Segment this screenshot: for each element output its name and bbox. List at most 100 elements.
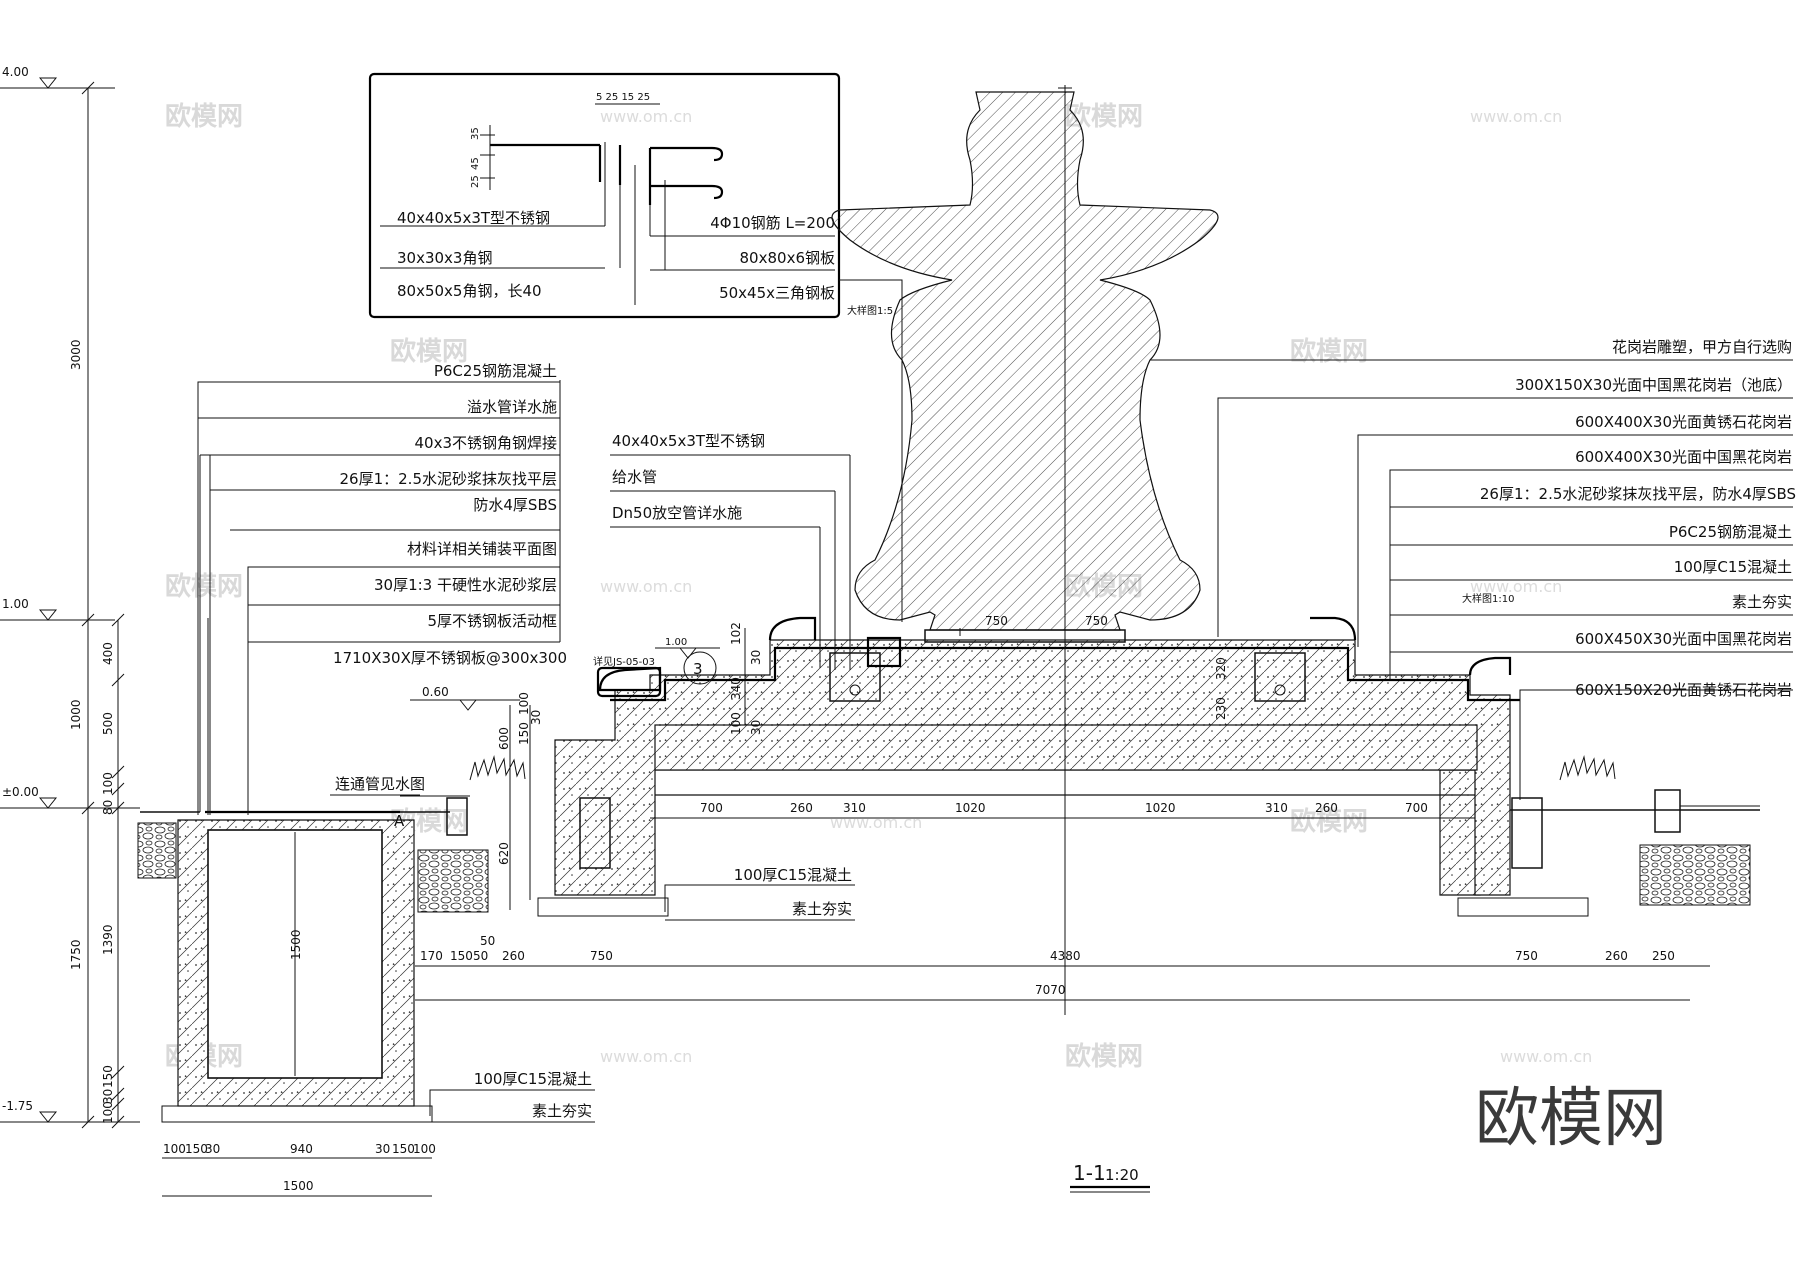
step-dim: 30 <box>749 650 763 665</box>
detail-label-right: 4Φ10钢筋 L=200 <box>710 214 835 232</box>
watermark: www.om.cn <box>1470 577 1562 596</box>
watermark: 欧模网 <box>390 336 468 367</box>
center-label-stack: 40x40x5x3T型不锈钢 给水管 Dn50放空管详水施 1.00 102 3… <box>593 432 851 735</box>
center-label: 给水管 <box>612 468 657 486</box>
watermark: www.om.cn <box>600 577 692 596</box>
left-label: 材料详相关铺装平面图 <box>407 540 557 558</box>
bottom-dim: 50 <box>473 949 488 963</box>
dim-label: 100 <box>101 1101 115 1124</box>
watermark: 欧模网 <box>1065 1041 1143 1072</box>
footing-label: 100厚C15混凝土 <box>734 866 852 884</box>
footing-labels: 100厚C15混凝土 素土夯实 100厚C15混凝土 素土夯实 <box>429 866 855 1123</box>
detail-dim-top: 5 25 15 25 <box>596 92 650 103</box>
watermark: www.om.cn <box>1500 1047 1592 1066</box>
watermark-layer: 欧模网 欧模网 www.om.cn www.om.cn 欧模网 欧模网 欧模网 … <box>165 101 1667 1156</box>
dim-label: 620 <box>497 842 511 865</box>
elevation-label: ±0.00 <box>2 785 39 799</box>
bottom-dim: 250 <box>1652 949 1675 963</box>
center-label: Dn50放空管详水施 <box>612 504 742 522</box>
detail-ref: 详见JS-05-03 <box>593 655 655 668</box>
watermark: 欧模网 <box>165 571 243 602</box>
bottom-dim: 4380 <box>1050 949 1081 963</box>
ground-left: 连通管见水图 0.60 600 620 150 100 30 <box>140 685 543 913</box>
dim-label: 400 <box>101 642 115 665</box>
step-dim: 30 <box>749 720 763 735</box>
left-label: 1710X30X厚不锈钢板@300x300 <box>333 649 567 667</box>
sculpture: 750 750 <box>831 85 1219 1015</box>
watermark: www.om.cn <box>1470 107 1562 126</box>
elevation-label: 1.00 <box>2 597 29 611</box>
pit-dim: 30 <box>375 1142 390 1156</box>
base-dim: 750 <box>1085 614 1108 628</box>
left-label: P6C25钢筋混凝土 <box>434 362 557 380</box>
detail-label-right: 50x45x三角钢板 <box>719 284 835 302</box>
dim-label: 3000 <box>69 339 83 370</box>
right-label: 600X450X30光面中国黑花岗岩 <box>1575 630 1792 648</box>
plan-dim: 310 <box>1265 801 1288 815</box>
dim-label: 100 <box>517 692 531 715</box>
elevation-label: 0.60 <box>422 685 449 699</box>
plan-dim: 1020 <box>955 801 986 815</box>
plan-dim: 700 <box>1405 801 1428 815</box>
right-label: 600X400X30光面中国黑花岗岩 <box>1575 448 1792 466</box>
bottom-dim: 750 <box>590 949 613 963</box>
pit-label: 100厚C15混凝土 <box>474 1070 592 1088</box>
pit-dim: 150 <box>185 1142 208 1156</box>
left-elevation-dims: 4.00 1.00 ±0.00 -1.75 3000 1000 1750 400… <box>0 65 140 1129</box>
detail-scale: 大样图1:10 <box>1462 592 1514 605</box>
plan-dim: 260 <box>1315 801 1338 815</box>
dim-label: 80 <box>101 800 115 815</box>
right-dim: 230 <box>1214 697 1228 720</box>
detail-dim-side: 45 <box>470 157 481 170</box>
bottom-dim: 750 <box>1515 949 1538 963</box>
plan-dim: 260 <box>790 801 813 815</box>
plan-dim: 310 <box>843 801 866 815</box>
bottom-dim: 150 <box>450 949 473 963</box>
right-label: P6C25钢筋混凝土 <box>1669 523 1792 541</box>
right-label: 花岗岩雕塑，甲方自行选购 <box>1612 338 1792 356</box>
watermark: www.om.cn <box>600 1047 692 1066</box>
base-dim: 750 <box>985 614 1008 628</box>
footing-label: 素土夯实 <box>792 900 852 918</box>
watermark: 欧模网 <box>165 101 243 132</box>
right-dim: 320 <box>1214 657 1228 680</box>
bottom-dim: 260 <box>1605 949 1628 963</box>
left-label: 26厚1：2.5水泥砂浆抹灰找平层 <box>340 470 558 488</box>
detail-num: 3 <box>693 660 703 678</box>
right-label: 素土夯实 <box>1732 593 1792 611</box>
section-name: 1-1 <box>1073 1161 1106 1185</box>
left-label: 30厚1:3 干硬性水泥砂浆层 <box>374 576 557 594</box>
elevation-label: 1.00 <box>665 637 687 648</box>
detail-dim-side: 25 <box>470 175 481 188</box>
step-dim: 100 <box>729 712 743 735</box>
bottom-dim: 170 <box>420 949 443 963</box>
plan-dim: 1020 <box>1145 801 1176 815</box>
dim-label: 150 <box>517 722 531 745</box>
dim-label: 1000 <box>69 699 83 730</box>
pit-total: 1500 <box>283 1179 314 1193</box>
bottom-dims: 170 150 50 50 260 750 4380 750 260 250 7… <box>162 934 1710 1197</box>
step-dim: 102 <box>729 622 743 645</box>
detail-label-left: 30x30x3角钢 <box>397 249 492 267</box>
pit-dim: 940 <box>290 1142 313 1156</box>
dim-label: 30 <box>529 710 543 725</box>
left-label: 40x3不锈钢角钢焊接 <box>414 434 557 452</box>
pit-dim: 30 <box>205 1142 220 1156</box>
left-label: 防水4厚SBS <box>473 496 557 514</box>
dim-label: 150 <box>101 1065 115 1088</box>
center-label: 40x40x5x3T型不锈钢 <box>612 432 765 450</box>
section-title: 1-1 1:20 <box>1070 1161 1150 1193</box>
dim-label: 600 <box>497 727 511 750</box>
right-label: 26厚1：2.5水泥砂浆抹灰找平层，防水4厚SBS <box>1480 485 1796 503</box>
bottom-total: 7070 <box>1035 983 1066 997</box>
pool-body <box>537 616 1760 917</box>
pit-dim: 150 <box>392 1142 415 1156</box>
bottom-dim: 260 <box>502 949 525 963</box>
dim-label: 30 <box>101 1089 115 1104</box>
left-label: 溢水管详水施 <box>467 398 557 416</box>
detail-box: 5 25 15 25 35 45 25 40x40x5x3T型不锈钢 30x30… <box>368 72 903 622</box>
right-label: 600X400X30光面黄锈石花岗岩 <box>1575 413 1792 431</box>
pit-dim: 100 <box>163 1142 186 1156</box>
detail-label-left: 80x50x5角钢，长40 <box>397 282 542 300</box>
